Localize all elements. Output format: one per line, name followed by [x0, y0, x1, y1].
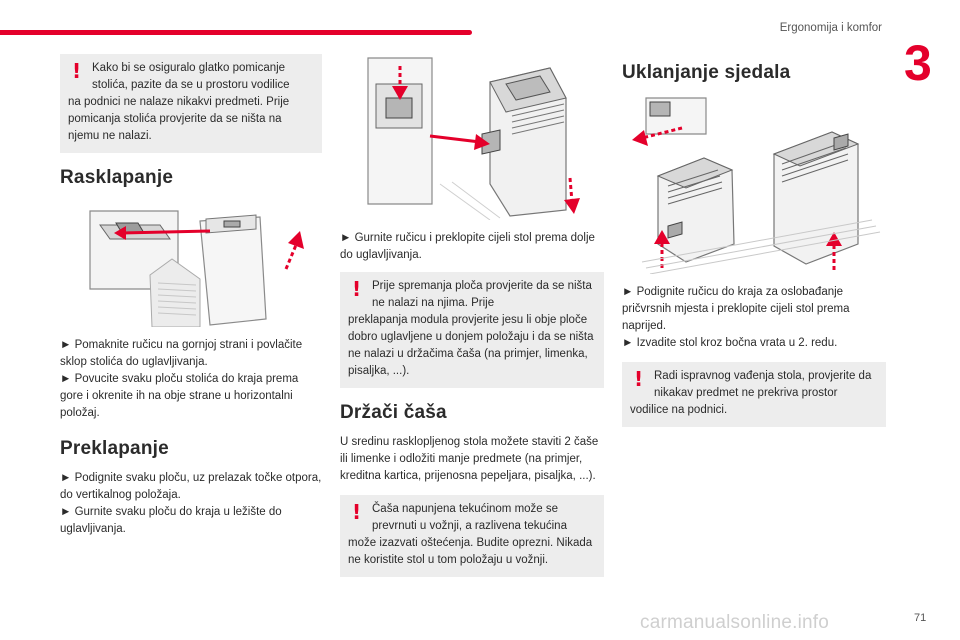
- step-item: ► Povucite svaku ploču stolića do kraja …: [60, 371, 322, 422]
- warning-text-first: Čaša napunjena tekućinom može se prevrnu…: [372, 503, 567, 532]
- chapter-number: 3: [904, 35, 932, 91]
- warning-text-rest: vodilice na podnici.: [630, 404, 728, 416]
- step-item: ► Izvadite stol kroz bočna vrata u 2. re…: [622, 335, 886, 352]
- triangle-right-icon: ►: [60, 373, 75, 385]
- step-text: Podignite ručicu do kraja za oslobađanje…: [622, 286, 850, 332]
- exclamation-icon: !: [72, 59, 82, 83]
- page-number: 71: [914, 612, 927, 624]
- step-text: Gurnite svaku ploču do kraja u ležište d…: [60, 506, 282, 535]
- step-item: ► Gurnite ručicu i preklopite cijeli sto…: [340, 230, 604, 264]
- triangle-right-icon: ►: [622, 337, 637, 349]
- exclamation-icon: !: [352, 277, 362, 301]
- column-3: Uklanjanje sjedala ► Podignite ručicu do…: [622, 54, 886, 441]
- exclamation-icon: !: [634, 367, 644, 391]
- warning-text-rest: preklapanja modula provjerite jesu li ob…: [348, 314, 594, 377]
- step-item: ► Gurnite svaku ploču do kraja u ležište…: [60, 504, 322, 538]
- table-unfold-illustration: [89, 210, 304, 327]
- step-item: ► Podignite ručicu do kraja za oslobađan…: [622, 284, 886, 335]
- column-2: ► Gurnite ručicu i preklopite cijeli sto…: [340, 54, 604, 591]
- seat-removal-illustration: [632, 97, 881, 274]
- step-text: Povucite svaku ploču stolića do kraja pr…: [60, 373, 299, 419]
- warning-text-rest: na podnici ne nalaze nikakvi predmeti. P…: [68, 96, 290, 142]
- step-item: ► Pomaknite ručicu na gornjoj strani i p…: [60, 337, 322, 371]
- warning-note: ! Prije spremanja ploča provjerite da se…: [340, 272, 604, 388]
- table-fold-illustration: [367, 57, 580, 220]
- section-title-drzaci-casa: Držači čaša: [340, 402, 447, 423]
- warning-text-first: Radi ispravnog vađenja stola, provjerite…: [654, 370, 872, 399]
- warning-text-first: Kako bi se osiguralo glatko pomicanje st…: [92, 62, 290, 91]
- triangle-right-icon: ►: [60, 472, 75, 484]
- watermark: carmanualsonline.info: [640, 612, 830, 633]
- warning-text-rest: može izazvati oštećenja. Budite oprezni.…: [348, 537, 593, 566]
- triangle-right-icon: ►: [60, 506, 75, 518]
- warning-note: ! Čaša napunjena tekućinom može se prevr…: [340, 495, 604, 577]
- section-title-rasklapanje: Rasklapanje: [60, 167, 174, 188]
- warning-note: ! Radi ispravnog vađenja stola, provjeri…: [622, 362, 886, 427]
- section-title-uklanjanje-sjedala: Uklanjanje sjedala: [622, 62, 791, 83]
- warning-text-first: Prije spremanja ploča provjerite da se n…: [372, 280, 592, 309]
- step-text: Pomaknite ručicu na gornjoj strani i pov…: [60, 339, 303, 368]
- step-text: Gurnite ručicu i preklopite cijeli stol …: [340, 232, 595, 261]
- column-1: ! Kako bi se osiguralo glatko pomicanje …: [60, 54, 322, 538]
- triangle-right-icon: ►: [622, 286, 637, 298]
- section-title-preklapanje: Preklapanje: [60, 438, 169, 459]
- exclamation-icon: !: [352, 500, 362, 524]
- step-text: Izvadite stol kroz bočna vrata u 2. redu…: [636, 337, 838, 349]
- chapter-title: Ergonomija i komfor: [779, 22, 882, 34]
- paragraph: U sredinu rasklopljenog stola možete sta…: [340, 436, 599, 482]
- step-item: ► Podignite svaku ploču, uz prelazak toč…: [60, 470, 322, 504]
- triangle-right-icon: ►: [60, 339, 75, 351]
- step-text: Podignite svaku ploču, uz prelazak točke…: [60, 472, 322, 501]
- header-accent-bar: [0, 30, 472, 35]
- warning-note: ! Kako bi se osiguralo glatko pomicanje …: [60, 54, 322, 153]
- triangle-right-icon: ►: [340, 232, 355, 244]
